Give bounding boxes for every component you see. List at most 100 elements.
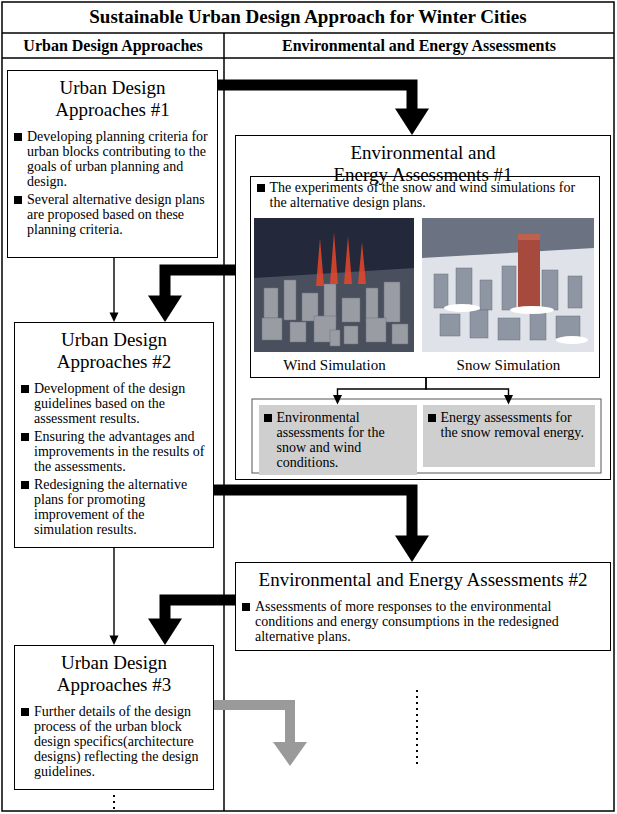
- bullet-item: Redesigning the alternative plans for pr…: [21, 477, 207, 537]
- bullet-text: The experiments of the snow and wind sim…: [270, 180, 593, 210]
- arrow-head: [504, 395, 513, 405]
- bullet-square: [428, 414, 436, 422]
- bullet-item: Developing planning criteria for urban b…: [14, 129, 211, 189]
- box-heading: Urban Design Approaches #3: [32, 652, 197, 696]
- wind-plume: [358, 242, 366, 284]
- bullet-square: [21, 481, 29, 489]
- header-cell: Urban Design Approaches: [2, 37, 224, 55]
- arrow-head: [110, 313, 119, 323]
- caption-holder: Wind Simulation: [255, 356, 415, 374]
- wind-plume: [316, 238, 324, 286]
- arrow-shaft: [165, 270, 235, 296]
- arrow-head: [333, 395, 342, 405]
- wind-photo: [254, 218, 414, 352]
- bullet-square: [242, 603, 250, 611]
- flow-arrow: [148, 270, 235, 322]
- flow-arrow: [426, 378, 513, 405]
- tall-building: [518, 238, 540, 308]
- arrow-shaft: [165, 600, 235, 619]
- continuation-dots: [113, 795, 115, 812]
- bullet-square: [21, 385, 29, 393]
- photo-ground: [254, 218, 414, 352]
- simulation-box: The experiments of the snow and wind sim…: [250, 176, 600, 378]
- design-approach-box: Urban Design Approaches #2 Development of…: [14, 322, 214, 548]
- continuation-dots: [416, 690, 418, 765]
- model-buildings: [434, 266, 582, 340]
- bullet-square: [14, 196, 22, 204]
- bullet-item: Several alternative design plans are pro…: [14, 192, 211, 237]
- caption-holder: Snow Simulation: [423, 356, 595, 374]
- continuation-arrowhead: [273, 742, 307, 766]
- header-rule: [2, 57, 614, 59]
- title-bar: Sustainable Urban Design Approach for Wi…: [2, 6, 614, 28]
- bullet-square: [21, 433, 29, 441]
- bullet-item: Further details of the design process of…: [21, 704, 207, 779]
- photo-ground: [422, 218, 594, 352]
- flow-arrow: [333, 378, 426, 405]
- bullet-item: The experiments of the snow and wind sim…: [257, 180, 593, 210]
- arrow-head: [148, 619, 182, 646]
- model-table: [422, 248, 594, 352]
- snow-photo: [422, 218, 594, 352]
- wind-plume: [344, 236, 352, 284]
- bullet-item: Ensuring the advantages and improvements…: [21, 429, 207, 474]
- model-buildings: [262, 280, 408, 346]
- column-header: Environmental and Energy Assessments: [282, 37, 556, 54]
- bullet-text: Further details of the design process of…: [34, 704, 207, 779]
- snow-drift: [510, 306, 554, 314]
- flow-arrow: [110, 258, 119, 322]
- result-box: Environmental assessments for the snow a…: [259, 405, 417, 475]
- arrow-head: [110, 636, 119, 646]
- bullet-text: Environmental assessments for the snow a…: [277, 410, 412, 470]
- arrow-shaft: [113, 548, 114, 636]
- result-box: Energy assessments for the snow removal …: [423, 405, 595, 467]
- continuation-arrow: [214, 705, 290, 742]
- result-frame: [252, 399, 601, 473]
- assessment-box: Environmental and Energy Assessments #2 A…: [235, 562, 611, 651]
- snow-drift: [556, 336, 588, 344]
- title-rule: [2, 32, 614, 34]
- flow-arrow: [214, 490, 429, 562]
- arrow-head: [395, 536, 429, 563]
- bullet-text: Ensuring the advantages and improvements…: [34, 429, 207, 474]
- bullet-item: Development of the design guidelines bas…: [21, 381, 207, 426]
- box-heading: Urban Design Approaches #1: [30, 77, 195, 121]
- bullet-square: [14, 133, 22, 141]
- bullet-text: Development of the design guidelines bas…: [34, 381, 207, 426]
- wind-plume: [330, 232, 338, 284]
- header-cell: Environmental and Energy Assessments: [224, 37, 614, 55]
- bullet-square: [264, 414, 272, 422]
- title-text: Sustainable Urban Design Approach for Wi…: [89, 6, 526, 27]
- design-approach-box: Urban Design Approaches #3 Further detail…: [14, 645, 214, 790]
- box-heading: Urban Design Approaches #2: [32, 329, 197, 373]
- bullet-text: Assessments of more responses to the env…: [255, 599, 604, 644]
- tall-building-top: [518, 234, 540, 240]
- bullet-item: Assessments of more responses to the env…: [242, 599, 604, 644]
- flow-arrow: [148, 600, 235, 645]
- column-divider: [223, 33, 225, 811]
- bullet-text: Redesigning the alternative plans for pr…: [34, 477, 207, 537]
- assessment-box: Environmental and Energy Assessments #1T…: [235, 135, 611, 480]
- arrow-shaft: [338, 378, 427, 396]
- snow-drift: [444, 304, 480, 312]
- arrow-head: [148, 296, 182, 323]
- photo-caption: Wind Simulation: [283, 357, 385, 373]
- arrow-shaft: [426, 378, 509, 396]
- bullet-item: Environmental assessments for the snow a…: [264, 410, 412, 470]
- box-heading: Environmental and Energy Assessments #1: [333, 142, 513, 186]
- column-header: Urban Design Approaches: [23, 37, 202, 54]
- flow-arrow: [110, 548, 119, 645]
- arrow-shaft: [214, 490, 412, 536]
- bullet-item: Energy assessments for the snow removal …: [428, 410, 590, 440]
- bullet-text: Energy assessments for the snow removal …: [441, 410, 590, 440]
- arrow-head: [395, 109, 429, 136]
- flow-arrow: [218, 85, 429, 135]
- design-approach-box: Urban Design Approaches #1 Developing pla…: [7, 70, 218, 258]
- arrow-shaft: [113, 258, 114, 313]
- bullet-square: [257, 184, 265, 192]
- bullet-text: Developing planning criteria for urban b…: [27, 129, 211, 189]
- bullet-text: Several alternative design plans are pro…: [27, 192, 211, 237]
- box-heading: Environmental and Energy Assessments #2: [242, 569, 604, 591]
- photo-caption: Snow Simulation: [457, 357, 561, 373]
